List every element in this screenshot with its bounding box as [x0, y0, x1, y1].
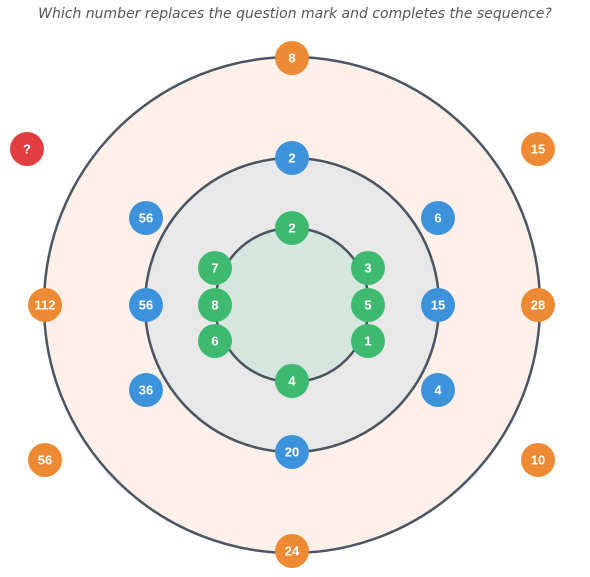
- inner-node-circle: [351, 324, 385, 358]
- outer-node-circle: [521, 132, 555, 166]
- middle-number-node: 56: [129, 201, 163, 235]
- inner-node-label: 5: [364, 297, 371, 312]
- outer-node-circle: [28, 443, 62, 477]
- middle-node-circle: [421, 201, 455, 235]
- outer-node-label: 8: [288, 50, 295, 65]
- outer-number-node: 15: [521, 132, 555, 166]
- middle-node-circle: [275, 435, 309, 469]
- inner-node-label: 4: [288, 373, 296, 388]
- inner-node-label: 7: [211, 260, 218, 275]
- middle-number-node: 6: [421, 201, 455, 235]
- inner-node-label: 6: [211, 333, 218, 348]
- inner-node-circle: [198, 288, 232, 322]
- outer-number-node: 8: [275, 41, 309, 75]
- inner-number-node: 1: [351, 324, 385, 358]
- missing-number-node: ?: [10, 132, 44, 166]
- question-mark-label: ?: [23, 141, 31, 156]
- outer-node-label: 15: [531, 141, 545, 156]
- outer-node-circle: [275, 41, 309, 75]
- inner-node-label: 8: [211, 297, 218, 312]
- outer-node-label: 24: [285, 543, 300, 558]
- middle-number-node: 36: [129, 373, 163, 407]
- outer-number-node: 24: [275, 534, 309, 568]
- inner-number-node: 5: [351, 288, 385, 322]
- inner-node-label: 2: [288, 220, 295, 235]
- middle-number-node: 56: [129, 288, 163, 322]
- inner-node-circle: [275, 364, 309, 398]
- outer-node-label: 112: [35, 297, 56, 312]
- outer-number-node: 28: [521, 288, 555, 322]
- inner-ring: [213, 226, 371, 384]
- middle-node-circle: [129, 288, 163, 322]
- inner-node-circle: [198, 251, 232, 285]
- middle-number-node: 2: [275, 141, 309, 175]
- outer-number-node: 56: [28, 443, 62, 477]
- inner-node-circle: [351, 288, 385, 322]
- inner-number-node: 3: [351, 251, 385, 285]
- middle-node-label: 6: [434, 210, 441, 225]
- inner-node-circle: [198, 324, 232, 358]
- inner-node-label: 1: [364, 333, 371, 348]
- middle-node-circle: [421, 373, 455, 407]
- middle-node-circle: [129, 201, 163, 235]
- inner-number-node: 7: [198, 251, 232, 285]
- middle-number-node: 15: [421, 288, 455, 322]
- middle-node-label: 56: [139, 297, 153, 312]
- inner-number-node: 4: [275, 364, 309, 398]
- middle-node-label: 4: [434, 382, 442, 397]
- puzzle-question: Which number replaces the question mark …: [38, 6, 552, 22]
- outer-node-label: 56: [38, 452, 52, 467]
- outer-number-node: 10: [521, 443, 555, 477]
- inner-number-node: 2: [275, 211, 309, 245]
- middle-node-label: 56: [139, 210, 153, 225]
- middle-node-label: 20: [285, 444, 299, 459]
- outer-node-label: 28: [531, 297, 545, 312]
- inner-number-node: 6: [198, 324, 232, 358]
- outer-node-label: 10: [531, 452, 545, 467]
- middle-number-node: 20: [275, 435, 309, 469]
- inner-number-node: 8: [198, 288, 232, 322]
- middle-node-circle: [421, 288, 455, 322]
- outer-node-circle: [275, 534, 309, 568]
- middle-node-label: 2: [288, 150, 295, 165]
- outer-number-node: 112: [28, 288, 62, 322]
- outer-node-circle: [521, 288, 555, 322]
- middle-node-label: 36: [139, 382, 153, 397]
- middle-node-circle: [275, 141, 309, 175]
- outer-node-circle: [10, 132, 44, 166]
- middle-node-label: 15: [431, 297, 445, 312]
- middle-number-node: 4: [421, 373, 455, 407]
- middle-node-circle: [129, 373, 163, 407]
- outer-node-circle: [521, 443, 555, 477]
- inner-node-circle: [275, 211, 309, 245]
- inner-node-label: 3: [364, 260, 371, 275]
- inner-node-circle: [351, 251, 385, 285]
- outer-node-circle: [28, 288, 62, 322]
